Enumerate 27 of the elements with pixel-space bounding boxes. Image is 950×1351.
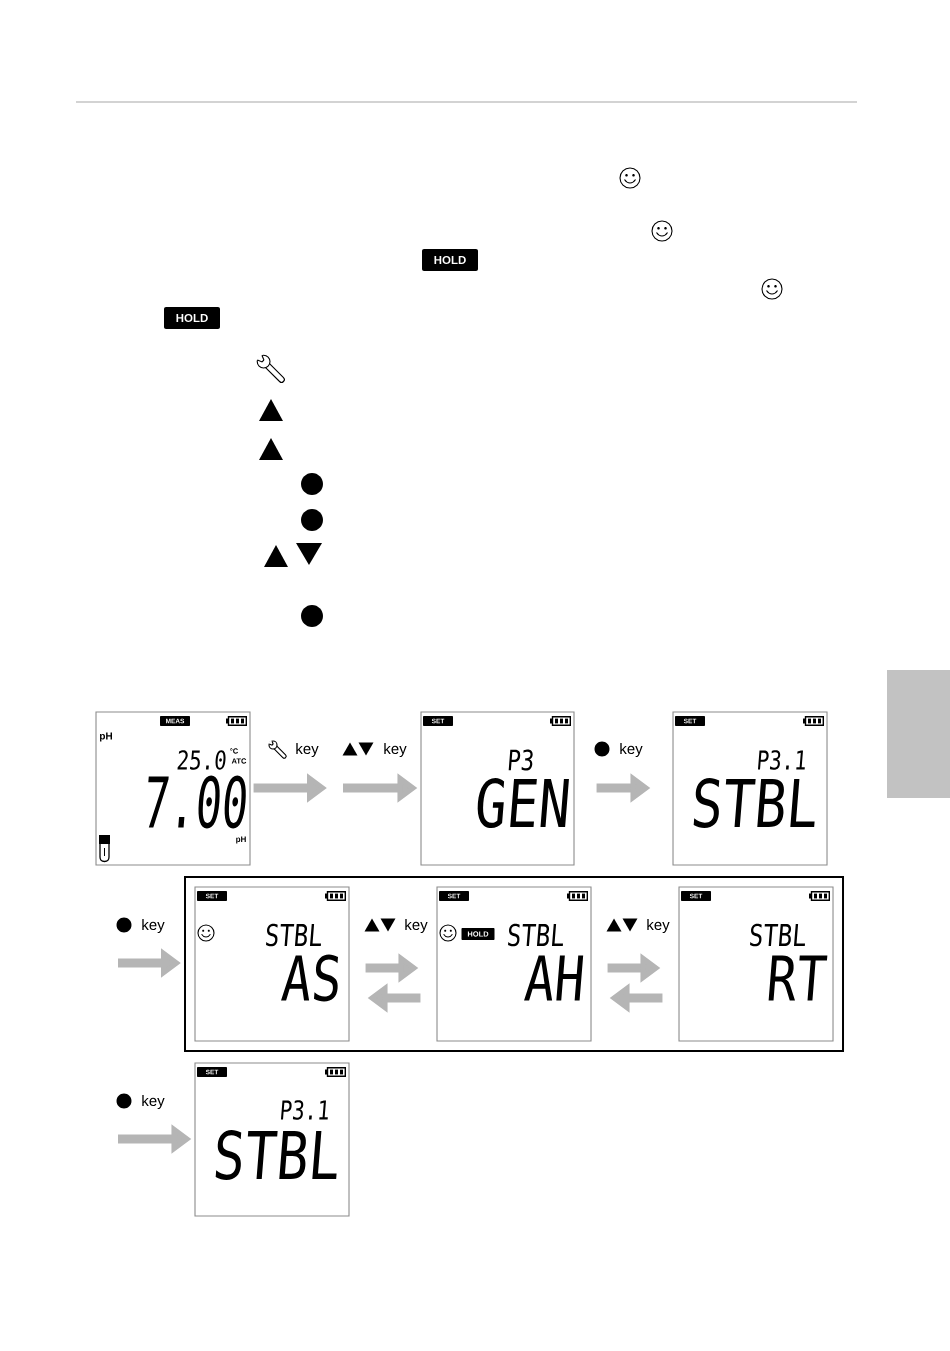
lcd-subreading: P3.1 [280, 1100, 328, 1120]
unit-label: pH [100, 732, 112, 742]
lcd-reading: STBL [693, 778, 815, 828]
hold-badge: HOLD [164, 307, 220, 329]
edge-label: key [142, 1095, 165, 1109]
edge-label: key [142, 919, 165, 933]
edge-label: key [620, 743, 643, 757]
lcd-subreading: STBL [508, 923, 563, 947]
hold-badge: HOLD [422, 249, 478, 271]
unit-label: pH [236, 836, 246, 844]
lcd-reading: STBL [215, 1130, 337, 1180]
lcd-subreading: 25.0 [177, 750, 226, 770]
lcd-subreading: P3.1 [757, 750, 805, 770]
lcd-reading: AS [281, 954, 338, 1002]
lcd-reading: RT [768, 955, 828, 1001]
edge-label: key [647, 919, 670, 933]
group-frame [184, 876, 844, 1052]
lcd-subreading: STBL [266, 923, 321, 947]
edge-label: key [405, 919, 428, 933]
section-tab [887, 670, 950, 798]
lcd-subreading: P3 [508, 749, 533, 771]
lcd-reading: GEN [477, 778, 569, 828]
edge-label: key [296, 743, 319, 757]
lcd-reading: AH [524, 955, 584, 1001]
lcd-subreading: STBL [750, 923, 805, 947]
lcd-reading: 7.00 [148, 775, 246, 829]
edge-label: key [384, 743, 407, 757]
